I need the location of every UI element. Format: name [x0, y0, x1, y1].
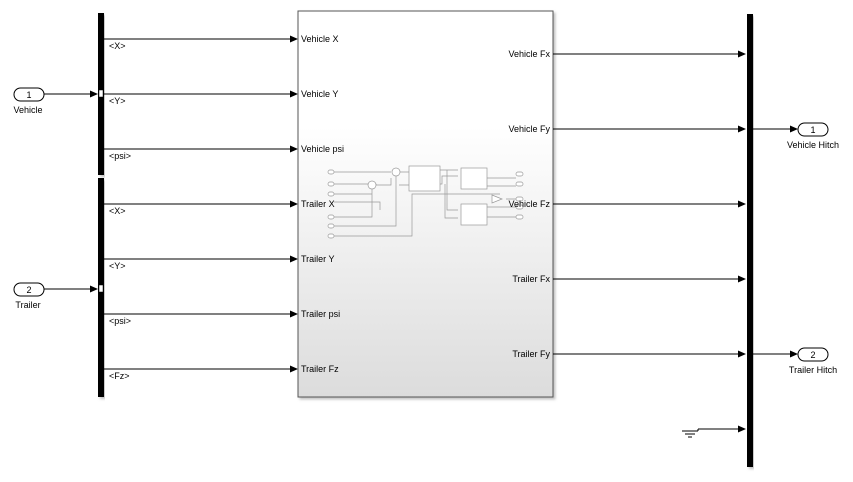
signal-label: <Fz>: [109, 371, 130, 381]
subsystem-input-port: Vehicle psi: [301, 144, 344, 154]
subsystem-input-port: Vehicle X: [301, 34, 339, 44]
inport-trailer[interactable]: 2 Trailer: [13, 282, 45, 310]
outport-vehicle-hitch[interactable]: 1 Vehicle Hitch: [787, 122, 839, 150]
ground-icon[interactable]: [682, 425, 746, 438]
subsystem-icon: [327, 165, 524, 239]
outport-trailer-hitch[interactable]: 2 Trailer Hitch: [789, 347, 837, 375]
inport-label: Vehicle: [13, 105, 42, 115]
outport-number: 1: [810, 125, 815, 135]
subsystem-output-port: Vehicle Fz: [508, 199, 550, 209]
subsystem-output-port: Vehicle Fy: [508, 124, 550, 134]
bus-creator[interactable]: [747, 14, 753, 467]
subsystem-output-port: Vehicle Fx: [508, 49, 550, 59]
bus-port-icon: [98, 284, 104, 293]
signal-label: <Y>: [109, 96, 126, 106]
subsystem-input-port: Trailer psi: [301, 309, 340, 319]
inport-vehicle[interactable]: 1 Vehicle: [13, 87, 45, 115]
subsystem-output-port: Trailer Fx: [512, 274, 550, 284]
signal-label: <X>: [109, 41, 126, 51]
subsystem-input-port: Trailer Fz: [301, 364, 339, 374]
outport-label: Trailer Hitch: [789, 365, 837, 375]
signal-label: <psi>: [109, 316, 131, 326]
outport-label: Vehicle Hitch: [787, 140, 839, 150]
inport-label: Trailer: [15, 300, 40, 310]
inport-number: 2: [26, 285, 31, 295]
signal-label: <Y>: [109, 261, 126, 271]
subsystem-input-port: Trailer X: [301, 199, 335, 209]
subsystem-input-port: Vehicle Y: [301, 89, 338, 99]
signal-label: <psi>: [109, 151, 131, 161]
outport-number: 2: [810, 350, 815, 360]
subsystem-input-port: Trailer Y: [301, 254, 335, 264]
signal-label: <X>: [109, 206, 126, 216]
inport-number: 1: [26, 90, 31, 100]
bus-port-icon: [98, 89, 104, 98]
subsystem-output-port: Trailer Fy: [512, 349, 550, 359]
